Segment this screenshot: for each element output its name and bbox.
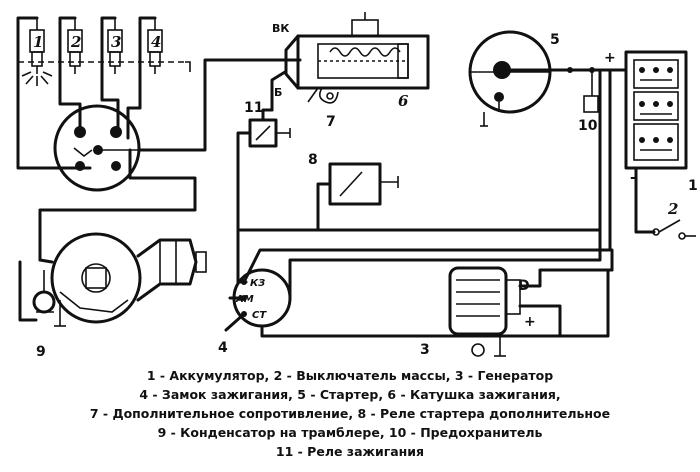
spark-plug-number: 4 (151, 33, 161, 51)
battery: + - 1 (604, 50, 698, 194)
component-number-2: 2 (667, 200, 678, 218)
ignition-relay: 11 (244, 100, 291, 148)
coil-terminal-b: Б (274, 86, 282, 99)
generator-terminal-plus: + (524, 314, 536, 330)
starter-aux-relay: 8 (308, 152, 399, 206)
spark-plug-number: 3 (111, 33, 121, 51)
spark-plug-4: 4 (147, 18, 163, 74)
spark-plug-number: 2 (70, 33, 81, 51)
spark-plug-2: 2 (67, 18, 83, 74)
relay-coil-wire (261, 108, 274, 122)
coil-b-wire (270, 70, 287, 112)
spark-plug-number: 1 (33, 33, 43, 51)
legend-line-3: 7 - Дополнительное сопротивление, 8 - Ре… (89, 406, 611, 421)
ignition-switch: КЗ АМ СТ 4 (218, 268, 292, 356)
spark-icon (21, 71, 53, 86)
component-number-10: 10 (578, 118, 598, 134)
coil-terminal-vk: ВК (272, 22, 289, 35)
distributor-lv-lead (38, 258, 54, 264)
distributor-body (50, 232, 207, 327)
component-number-5: 5 (550, 32, 560, 48)
switch-to-starter-wire (288, 68, 602, 300)
spark-plug-1: 1 (29, 18, 45, 74)
legend-line-5: 11 - Реле зажигания (275, 444, 425, 459)
starter-relay-wire (316, 182, 332, 232)
distributor-cap (53, 104, 141, 192)
component-number-1: 1 (688, 178, 698, 194)
component-number-7: 7 (326, 114, 336, 130)
component-number-3: 3 (420, 342, 430, 358)
spark-plug-block: 1 2 3 4 (18, 18, 191, 86)
starter: 5 (468, 30, 560, 127)
switch-terminal-kz: КЗ (250, 278, 265, 289)
distributor-lv-wire (38, 148, 197, 262)
fuse: 10 (578, 95, 599, 134)
generator-d-wire (518, 248, 614, 288)
component-number-6: 6 (398, 92, 409, 110)
switch-kz-to-battery-wire (242, 68, 612, 284)
battery-minus-sign: - (630, 170, 636, 186)
legend-line-1: 1 - Аккумулятор, 2 - Выключатель массы, … (146, 368, 554, 383)
capacitor: 9 (32, 270, 56, 360)
battery-plus-sign: + (604, 50, 616, 66)
generator: D + 3 (420, 266, 536, 358)
capacitor-ground-wire (18, 260, 38, 322)
switch-terminal-am: АМ (235, 294, 254, 305)
legend-line-2: 4 - Замок зажигания, 5 - Стартер, 6 - Ка… (139, 387, 561, 402)
switch-st-stub (224, 312, 246, 332)
component-number-8: 8 (308, 152, 318, 168)
generator-plus-wire (518, 304, 562, 338)
spark-plug-3: 3 (107, 18, 123, 74)
wiring-diagram: 1 2 3 4 (16, 12, 698, 360)
relay-switch-wire (236, 131, 252, 284)
component-number-11: 11 (244, 100, 263, 116)
legend: 1 - Аккумулятор, 2 - Выключатель массы, … (0, 366, 700, 461)
ignition-coil: ВК Б 6 (272, 12, 430, 110)
coil-ht-lead (138, 58, 274, 152)
switch-terminal-st: СТ (252, 310, 267, 321)
battery-minus-wire (634, 166, 656, 234)
mass-switch: 2 (652, 200, 696, 240)
component-number-9: 9 (36, 344, 46, 360)
additional-resistor: 7 (307, 87, 339, 130)
component-number-4: 4 (218, 340, 228, 356)
legend-line-4: 9 - Конденсатор на трамблере, 10 - Предо… (157, 425, 543, 440)
